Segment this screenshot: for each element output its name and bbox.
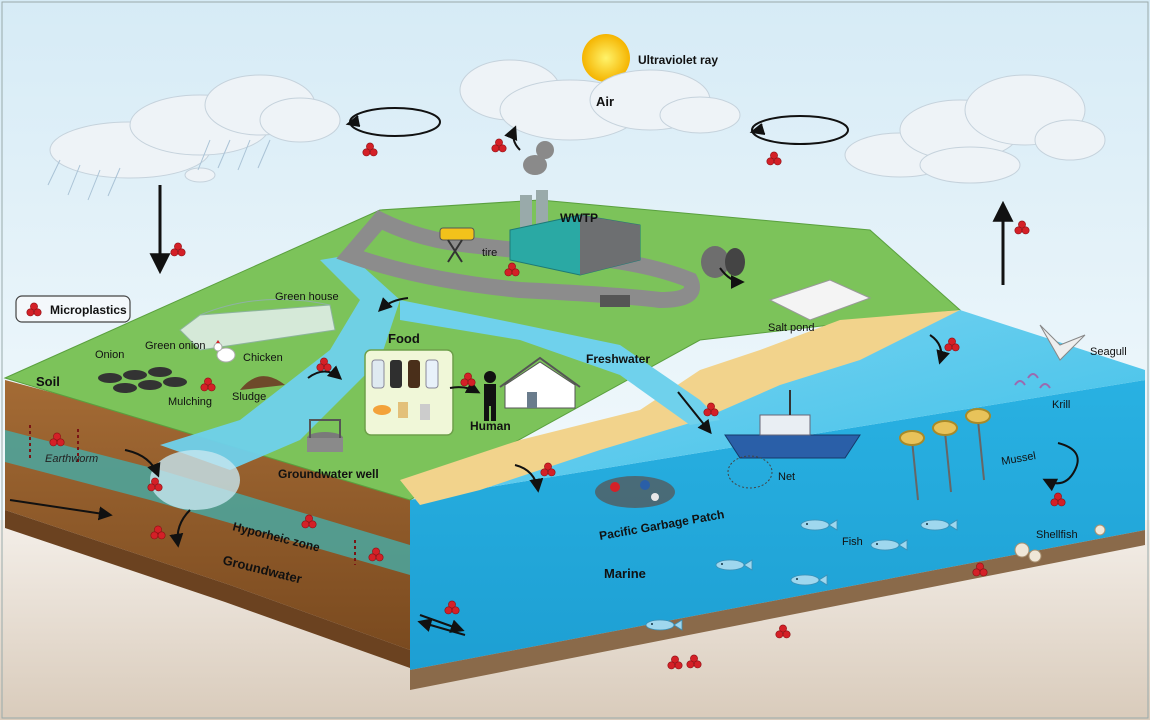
human-label: Human: [470, 419, 511, 433]
ultraviolet-label: Ultraviolet ray: [638, 53, 718, 67]
air-cycle-arrow-right-icon: [749, 115, 849, 145]
house-icon: [499, 356, 581, 409]
sea-surface: [410, 310, 1145, 500]
seagull-icon: [1039, 324, 1086, 361]
chicken-icon: [213, 340, 236, 363]
net-label: Net: [778, 471, 795, 483]
air-label: Air: [596, 94, 614, 109]
river: [160, 255, 400, 470]
wwtp-label: WWTP: [560, 211, 598, 225]
green-onion-label: Green onion: [145, 340, 206, 352]
krill-icon: [1014, 373, 1051, 389]
soil-label: Soil: [36, 374, 60, 389]
legend: Microplastics: [15, 295, 131, 323]
greenhouse-icon: [179, 298, 336, 351]
onion-field-icon: [98, 367, 187, 393]
fish-label: Fish: [842, 536, 863, 548]
car-lift-icon: [439, 227, 475, 263]
salt-pond-icon: [768, 279, 872, 321]
onion-label: Onion: [95, 349, 124, 361]
well-icon: [307, 419, 343, 452]
cloud-center-icon: [459, 59, 741, 141]
soil-bottom-edge: [5, 510, 410, 668]
marine-label: Marine: [604, 566, 646, 581]
sludge-icon: [240, 376, 285, 390]
freshwater-channel: [400, 300, 720, 425]
greenhouse-label: Green house: [275, 291, 339, 303]
marine-cross-section: [410, 380, 1145, 670]
mussel-lines-icon: [899, 408, 991, 501]
rain-icon: [47, 139, 271, 201]
mulching-label: Mulching: [168, 396, 212, 408]
cloud-right-icon: [844, 74, 1106, 184]
cloud-left-icon: [49, 74, 341, 183]
freshwater-label: Freshwater: [586, 352, 650, 366]
food-label: Food: [388, 331, 420, 346]
garbage-patch-icon: [595, 476, 675, 508]
seabed-edge: [410, 530, 1145, 690]
earthworm-label: Earthworm: [45, 453, 98, 465]
tire-label: tire: [482, 247, 497, 259]
human-icon: [484, 371, 496, 421]
shellfish-icon: [1014, 524, 1106, 563]
net-icon: [727, 455, 773, 489]
salt-pond-label: Salt pond: [768, 322, 814, 334]
air-cycle-arrow-left-icon: [345, 107, 441, 137]
shellfish-label: Shellfish: [1036, 529, 1078, 541]
sludge-label: Sludge: [232, 391, 266, 403]
road: [336, 210, 700, 309]
truck-icon: [600, 295, 630, 307]
hyporheic-zone-region: [150, 450, 240, 510]
flow-arrows: [9, 125, 1079, 636]
food-panel: [364, 349, 454, 436]
sun-icon: [582, 34, 630, 82]
groundwater-well-label: Groundwater well: [278, 467, 379, 481]
boat-icon: [724, 390, 861, 459]
chicken-label: Chicken: [243, 352, 283, 364]
krill-label: Krill: [1052, 399, 1070, 411]
mussel-label: Mussel: [1000, 450, 1036, 468]
seagull-label: Seagull: [1090, 346, 1127, 358]
earthworm-arrows: [29, 425, 356, 565]
wwtp-factory-icon: [509, 141, 641, 276]
legend-label: Microplastics: [50, 303, 127, 317]
